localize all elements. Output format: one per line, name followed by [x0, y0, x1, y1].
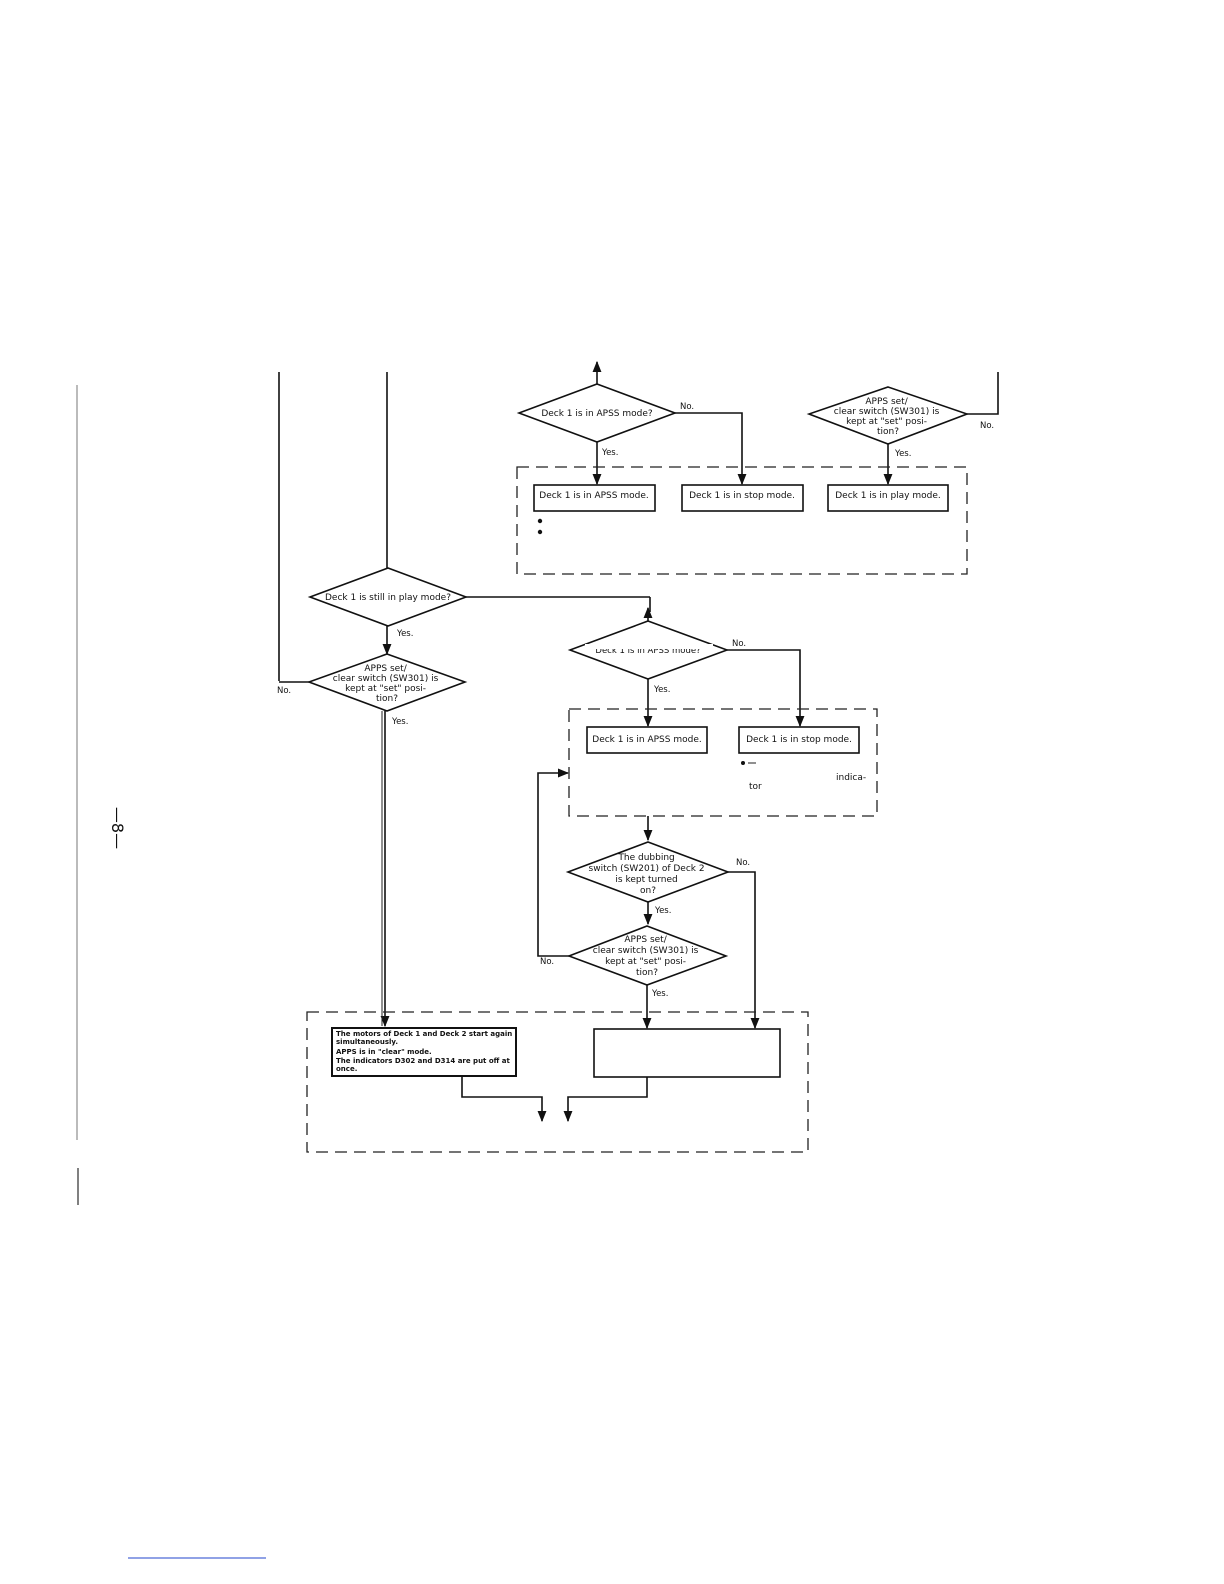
decision-apps-low: APPS set/ clear switch (SW301) is kept a…: [566, 925, 729, 986]
svg-text:Deck 1 is in stop mode.: Deck 1 is in stop mode.: [746, 735, 852, 745]
svg-text:The motors of Deck 1 and Deck: The motors of Deck 1 and Deck 2 start ag…: [336, 1030, 515, 1073]
box-blank: [593, 1028, 781, 1078]
no-label: No.: [540, 957, 554, 967]
yes-label: Yes.: [651, 989, 668, 999]
fragment-tor: tor: [749, 782, 762, 792]
fragment-indica: indica-: [836, 773, 866, 783]
svg-text:APPS set/ clear switch (: APPS set/ clear switch (SW301) is kept a…: [834, 397, 942, 437]
yes-label: Yes.: [894, 449, 911, 459]
yes-label: Yes.: [601, 448, 618, 458]
svg-text:The dubbing switch (SW20: The dubbing switch (SW201) of Deck 2 is …: [589, 853, 708, 896]
svg-text:APPS set/ clear switch (: APPS set/ clear switch (SW301) is kept a…: [333, 664, 441, 704]
no-label: No.: [277, 686, 291, 696]
no-label: No.: [732, 639, 746, 649]
decision-apss-mid: Deck 1 is in APSS mode?: [567, 620, 730, 680]
page-number: —8—: [108, 807, 127, 849]
decision-still-play: Deck 1 is still in play mode?: [307, 567, 469, 627]
svg-text:Deck 1 is in APSS mode?: Deck 1 is in APSS mode?: [595, 646, 700, 656]
svg-text:Deck 1 is in play mode.: Deck 1 is in play mode.: [835, 491, 941, 501]
yes-label: Yes.: [396, 629, 413, 639]
box-apss-mid: Deck 1 is in APSS mode.: [586, 726, 708, 754]
dashed-group-bottom: [306, 1011, 809, 1153]
no-label: No.: [980, 421, 994, 431]
svg-text:Deck 1 is still in play mode?: Deck 1 is still in play mode?: [325, 593, 451, 603]
no-label: No.: [736, 858, 750, 868]
bullet: [537, 529, 543, 535]
svg-text:APPS set/ clear switch (: APPS set/ clear switch (SW301) is kept a…: [593, 935, 701, 978]
svg-text:Deck 1 is in APSS mode?: Deck 1 is in APSS mode?: [541, 409, 653, 419]
no-label: No.: [680, 402, 694, 412]
svg-text:Deck 1 is in stop mode.: Deck 1 is in stop mode.: [689, 491, 795, 501]
box-motors: The motors of Deck 1 and Deck 2 start ag…: [331, 1027, 517, 1077]
box-stop-mid: Deck 1 is in stop mode.: [738, 726, 860, 754]
box-apss-top: Deck 1 is in APSS mode.: [533, 484, 656, 512]
decision-apps-left: APPS set/ clear switch (SW301) is kept a…: [306, 653, 468, 712]
bullet: [741, 761, 745, 765]
dashed-group-mid: [568, 708, 878, 817]
box-play-top: Deck 1 is in play mode.: [827, 484, 949, 512]
decision-dubbing: The dubbing switch (SW201) of Deck 2 is …: [565, 841, 731, 903]
bullet: [537, 518, 543, 524]
box-stop-top: Deck 1 is in stop mode.: [681, 484, 804, 512]
svg-text:Deck 1 is in APSS mode.: Deck 1 is in APSS mode.: [539, 491, 648, 501]
yes-label: Yes.: [391, 717, 408, 727]
yes-label: Yes.: [653, 685, 670, 695]
dashed-group-top: [516, 466, 968, 575]
decision-apss-top: Deck 1 is in APSS mode?: [516, 383, 678, 443]
yes-label: Yes.: [654, 906, 671, 916]
svg-text:Deck 1 is in APSS mode.: Deck 1 is in APSS mode.: [592, 735, 701, 745]
decision-apps-top: APPS set/ clear switch (SW301) is kept a…: [806, 386, 970, 445]
